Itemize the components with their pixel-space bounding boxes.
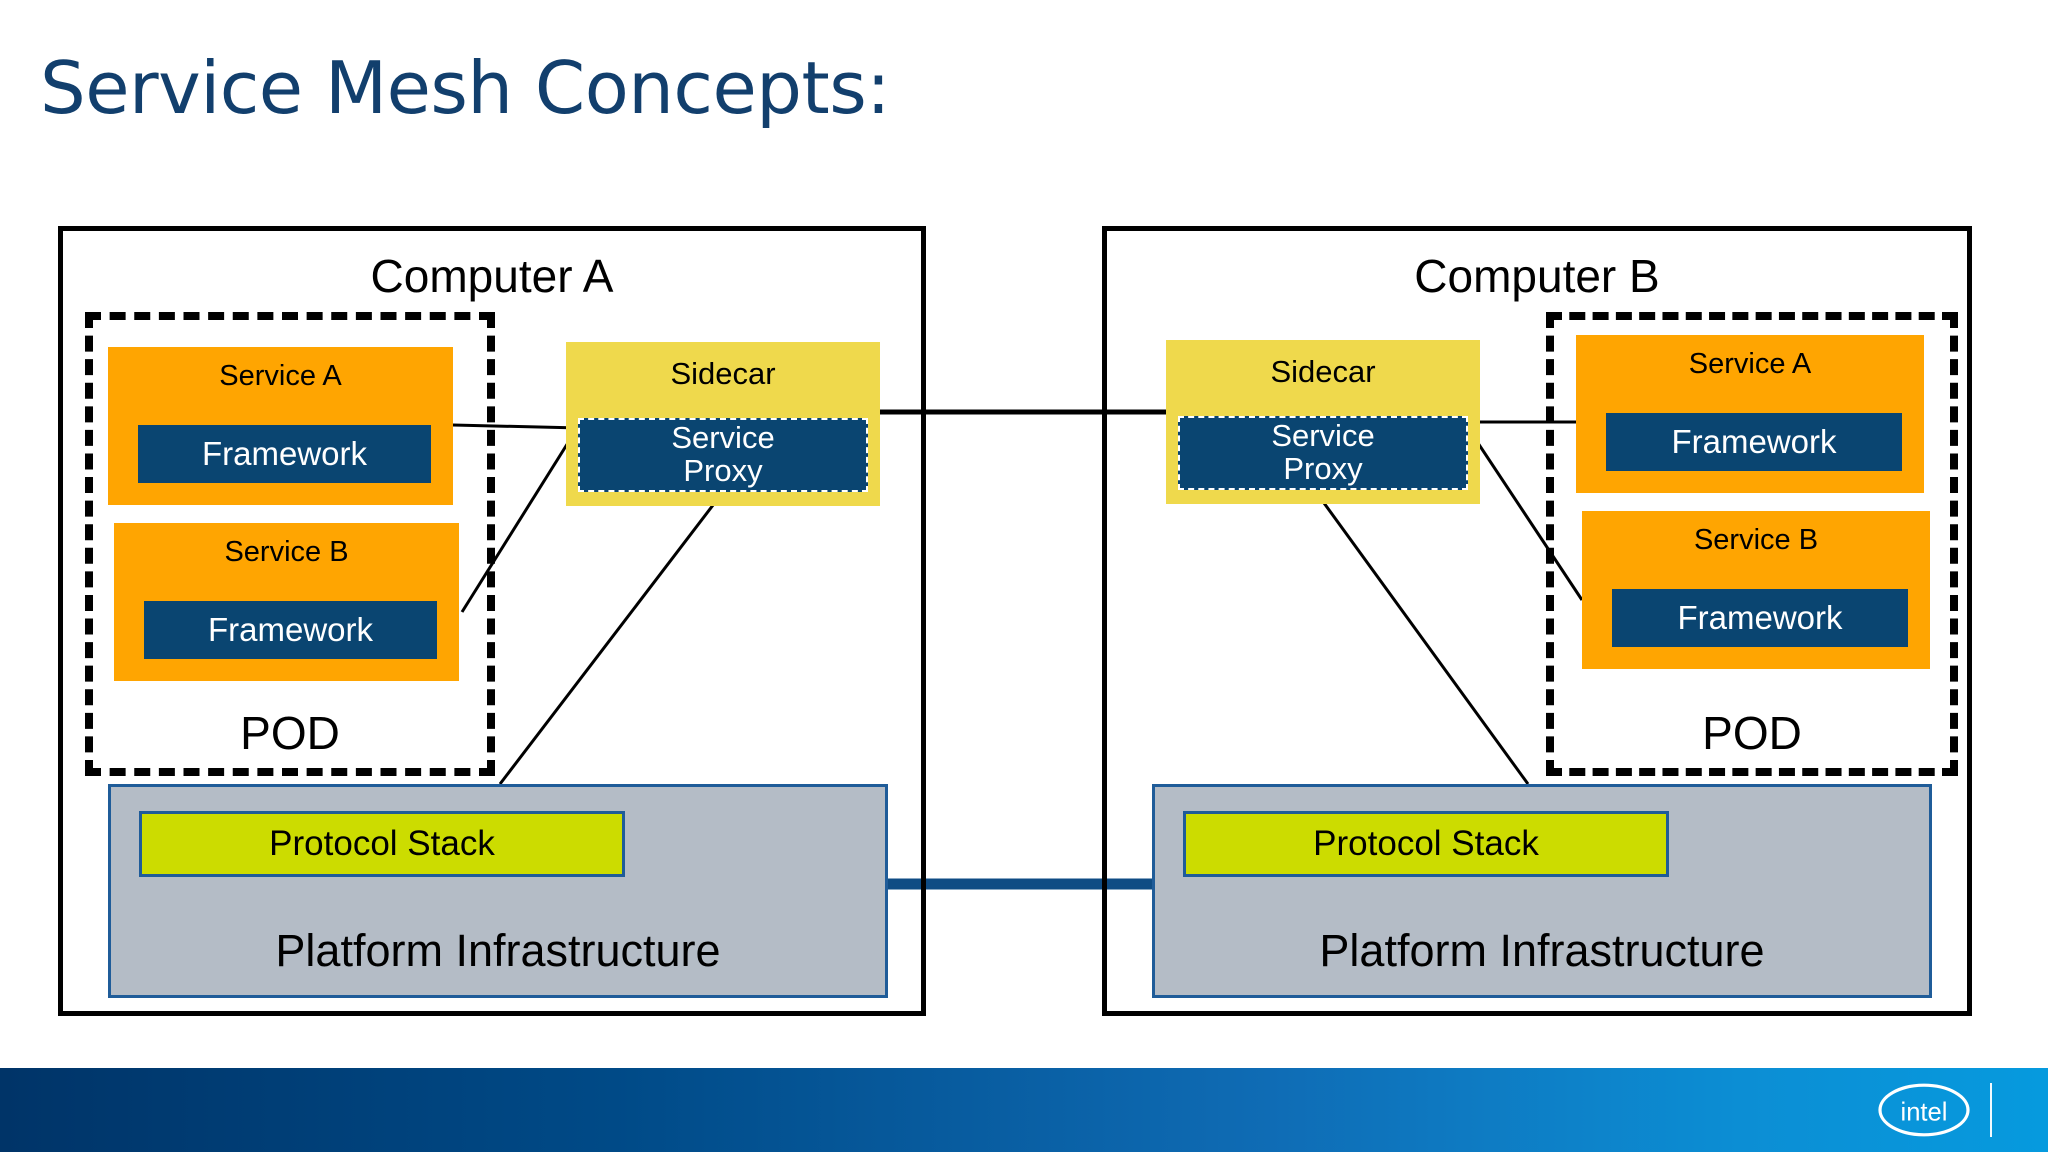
pod-a-label: POD (240, 707, 340, 759)
sidecar-box-computer-a[interactable]: Sidecar Service Proxy (566, 342, 880, 506)
platform-infrastructure-label-computer-b: Platform Infrastructure (1319, 925, 1765, 976)
framework-box-service-b-computer-b: Framework (1612, 589, 1908, 647)
pod-b-label: POD (1702, 707, 1802, 759)
framework-box-service-a-computer-b: Framework (1606, 413, 1902, 471)
platform-infrastructure-label-computer-a: Platform Infrastructure (275, 925, 721, 976)
footer-bar (0, 1068, 2048, 1152)
framework-box-service-b-computer-a: Framework (144, 601, 437, 659)
service-proxy-box-computer-a: Service Proxy (578, 418, 868, 492)
computer-a-title: Computer A (370, 250, 614, 302)
footer-divider (1990, 1083, 1992, 1137)
service-a-label-computer-a: Service A (219, 360, 342, 392)
pod-a-container: POD (85, 312, 495, 776)
sidecar-label-computer-b: Sidecar (1270, 354, 1376, 389)
service-a-box-computer-a[interactable]: Service A Framework (108, 347, 453, 505)
protocol-stack-computer-a[interactable]: Protocol Stack (139, 811, 625, 877)
service-mesh-diagram: Computer A POD Service A Framework Servi… (58, 226, 1972, 1016)
service-b-label-computer-b: Service B (1693, 524, 1819, 556)
computer-a-container: Computer A (58, 226, 926, 1016)
service-proxy-box-computer-b: Service Proxy (1178, 416, 1468, 490)
service-a-label-computer-b: Service A (1688, 348, 1812, 380)
pod-b-container: POD (1546, 312, 1958, 776)
page-title: Service Mesh Concepts: (40, 46, 890, 130)
framework-box-service-a-computer-a: Framework (138, 425, 431, 483)
sidecar-box-computer-b[interactable]: Sidecar Service Proxy (1166, 340, 1480, 504)
svg-text:intel: intel (1901, 1098, 1948, 1126)
protocol-stack-computer-b[interactable]: Protocol Stack (1183, 811, 1669, 877)
platform-infrastructure-computer-a: Protocol Stack Platform Infrastructure (108, 784, 888, 998)
computer-b-container: Computer B (1102, 226, 1972, 1016)
intel-logo-icon: intel (1878, 1083, 1970, 1137)
service-b-label-computer-a: Service B (224, 536, 349, 568)
service-proxy-line1-computer-a: Service (671, 420, 775, 456)
service-b-box-computer-a[interactable]: Service B Framework (114, 523, 459, 681)
service-proxy-line1-computer-b: Service (1271, 418, 1375, 454)
service-proxy-line2-computer-a: Proxy (683, 453, 763, 488)
service-b-box-computer-b[interactable]: Service B Framework (1582, 511, 1930, 669)
service-a-box-computer-b[interactable]: Service A Framework (1576, 335, 1924, 493)
sidecar-label-computer-a: Sidecar (670, 356, 776, 391)
service-proxy-line2-computer-b: Proxy (1283, 451, 1363, 486)
computer-b-title: Computer B (1414, 250, 1660, 302)
platform-infrastructure-computer-b: Protocol Stack Platform Infrastructure (1152, 784, 1932, 998)
